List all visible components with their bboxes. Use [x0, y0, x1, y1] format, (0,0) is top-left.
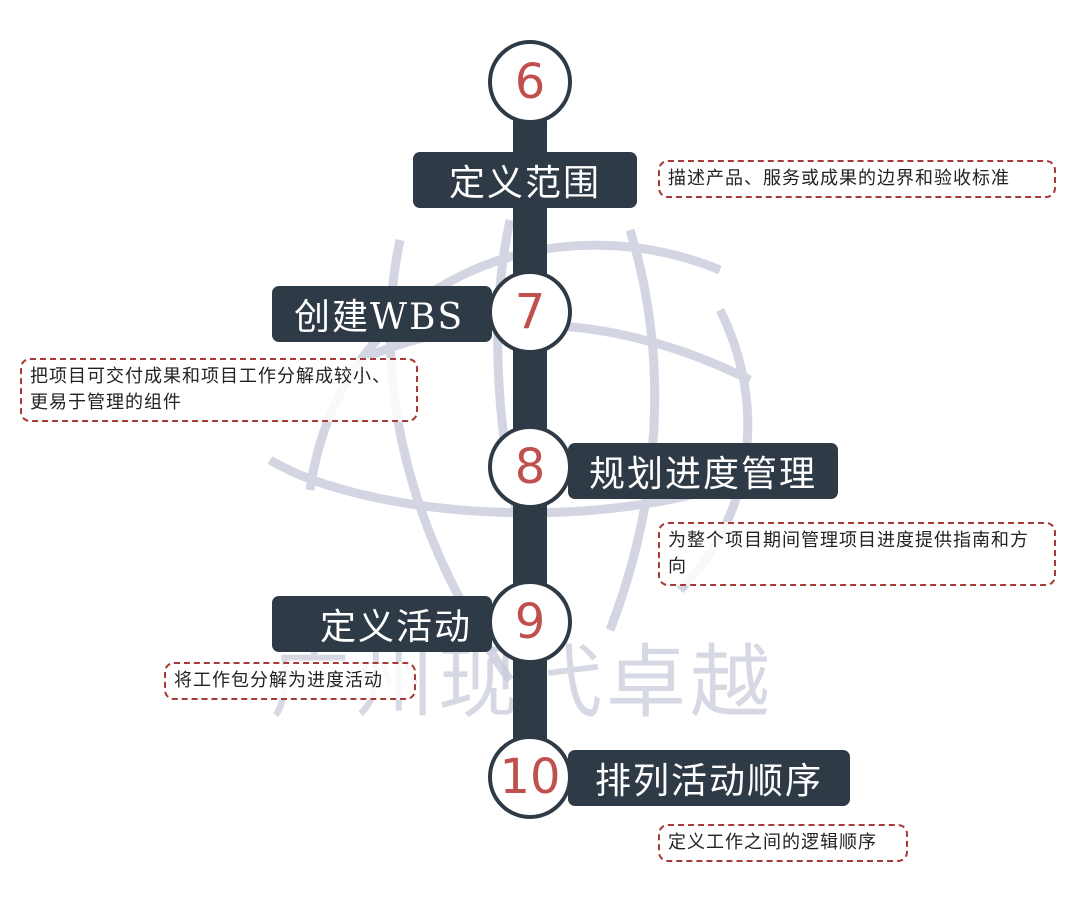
step-10-number-circle: 10 [488, 735, 572, 819]
step-10-description: 定义工作之间的逻辑顺序 [658, 824, 908, 862]
step-9-title: 定义活动 [272, 596, 492, 652]
step-6-title: 定义范围 [413, 152, 637, 208]
step-number: 8 [514, 439, 546, 495]
step-6-number-circle: 6 [488, 40, 572, 124]
step-8-number-circle: 8 [488, 425, 572, 509]
step-8-description: 为整个项目期间管理项目进度提供指南和方向 [658, 522, 1056, 586]
step-6-description: 描述产品、服务或成果的边界和验收标准 [658, 160, 1056, 198]
step-9-description: 将工作包分解为进度活动 [164, 662, 416, 700]
step-number: 10 [499, 749, 561, 805]
step-10-title: 排列活动顺序 [568, 750, 850, 806]
step-7-description: 把项目可交付成果和项目工作分解成较小、更易于管理的组件 [20, 358, 418, 422]
step-number: 6 [514, 54, 546, 110]
step-7-number-circle: 7 [488, 270, 572, 354]
step-9-number-circle: 9 [488, 580, 572, 664]
step-8-title: 规划进度管理 [568, 443, 838, 499]
step-number: 7 [514, 284, 546, 340]
step-7-title: 创建WBS [272, 286, 492, 342]
step-number: 9 [514, 594, 546, 650]
